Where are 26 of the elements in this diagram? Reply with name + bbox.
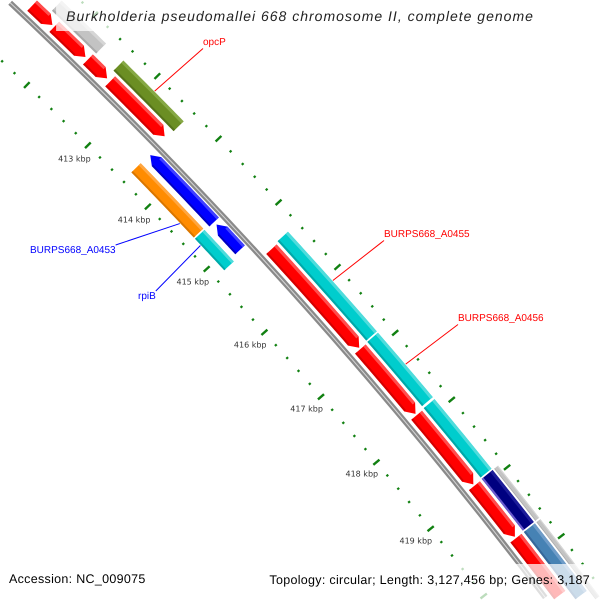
gene-label: rpiB: [138, 291, 156, 302]
scale-label: 413 kbp: [58, 154, 91, 164]
gene-feature: [266, 244, 360, 348]
gene-label: opcP: [203, 37, 226, 48]
gene-feature: [216, 224, 245, 254]
scale-label: 417 kbp: [290, 404, 323, 414]
gene-feature: [105, 76, 165, 136]
gene-feature: [411, 410, 474, 484]
scale-label: 414 kbp: [118, 215, 150, 224]
gene-feature: [355, 344, 416, 414]
leader-line: [115, 223, 180, 246]
gene-feature: [468, 481, 515, 537]
gene-label: BURPS668_A0456: [458, 313, 544, 324]
leader-line: [405, 324, 458, 365]
scale-label: 415 kbp: [176, 277, 210, 286]
gene-feature: [27, 0, 52, 25]
scale-label: 419 kbp: [400, 536, 432, 546]
accession-text: Accession: NC_009075: [9, 572, 146, 586]
gene-label: BURPS668_A0455: [384, 229, 470, 240]
scale-label: 416 kbp: [234, 340, 266, 350]
gene-feature: [83, 54, 108, 78]
gene-feature: [150, 155, 219, 226]
leader-line: [154, 48, 204, 92]
gene-label: BURPS668_A0453: [30, 245, 116, 256]
scale-label: 418 kbp: [346, 470, 378, 479]
leader-line: [332, 240, 384, 282]
